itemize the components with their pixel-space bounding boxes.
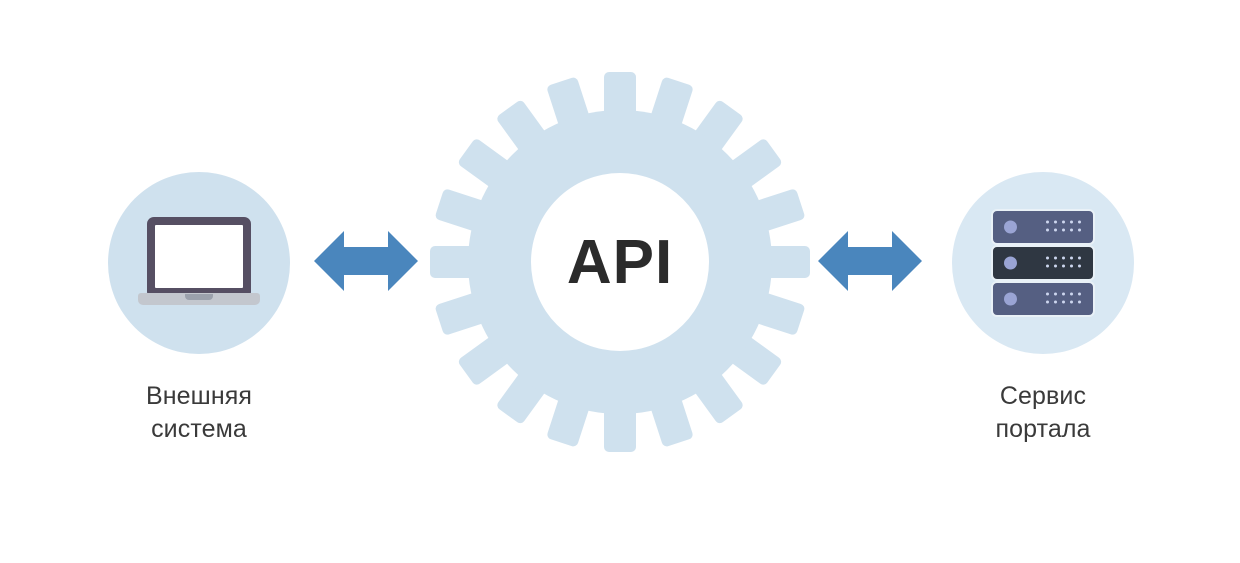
laptop-trackpad-notch <box>185 294 213 300</box>
server-unit-bottom <box>991 281 1095 317</box>
external-system-label: Внешняя система <box>145 382 253 443</box>
server-unit-middle <box>991 245 1095 281</box>
laptop-lid <box>147 217 251 295</box>
server-led-icon <box>1004 256 1017 270</box>
server-vent-dots <box>1046 220 1083 234</box>
connector-right-arrow[interactable] <box>818 229 922 293</box>
portal-service-circle <box>952 172 1134 354</box>
server-unit-top <box>991 209 1095 245</box>
node-external-system[interactable]: Внешняя система <box>108 172 290 446</box>
double-arrow-shape <box>314 231 418 291</box>
server-led-icon <box>1004 292 1017 306</box>
laptop-screen <box>155 225 243 288</box>
server-vent-dots <box>1046 256 1083 270</box>
external-system-circle <box>108 172 290 354</box>
portal-service-label: Сервис портала <box>995 382 1091 443</box>
gear-icon <box>430 72 810 452</box>
gear-hub <box>531 173 709 351</box>
server-icon <box>991 209 1095 317</box>
server-vent-dots <box>1046 292 1083 306</box>
double-arrow-shape <box>818 231 922 291</box>
node-api-gear[interactable]: API <box>430 72 810 452</box>
api-label: API <box>566 227 674 297</box>
server-led-icon <box>1004 220 1017 234</box>
connector-left-arrow[interactable] <box>314 229 418 293</box>
laptop-icon <box>138 217 260 309</box>
node-portal-service[interactable]: Сервис портала <box>952 172 1134 446</box>
